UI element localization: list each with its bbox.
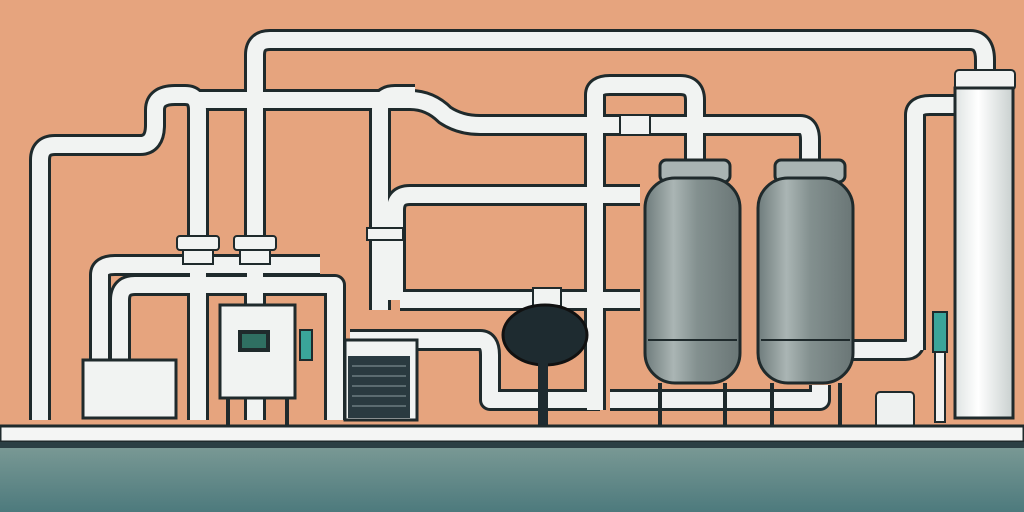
platform-shadow xyxy=(0,442,1024,448)
storage-box xyxy=(81,358,178,420)
pressure-tank-left xyxy=(643,158,742,425)
pipe-flanges xyxy=(176,69,1016,265)
right-column-tank xyxy=(953,86,1015,420)
pump-unit xyxy=(343,338,419,422)
control-panel xyxy=(218,303,297,425)
dark-vessel xyxy=(501,287,589,440)
pipes xyxy=(32,32,993,420)
pressure-tank-right xyxy=(756,158,855,425)
small-canister xyxy=(875,391,915,429)
platform xyxy=(0,424,1024,444)
green-gauges xyxy=(299,311,948,423)
floor xyxy=(0,440,1024,512)
